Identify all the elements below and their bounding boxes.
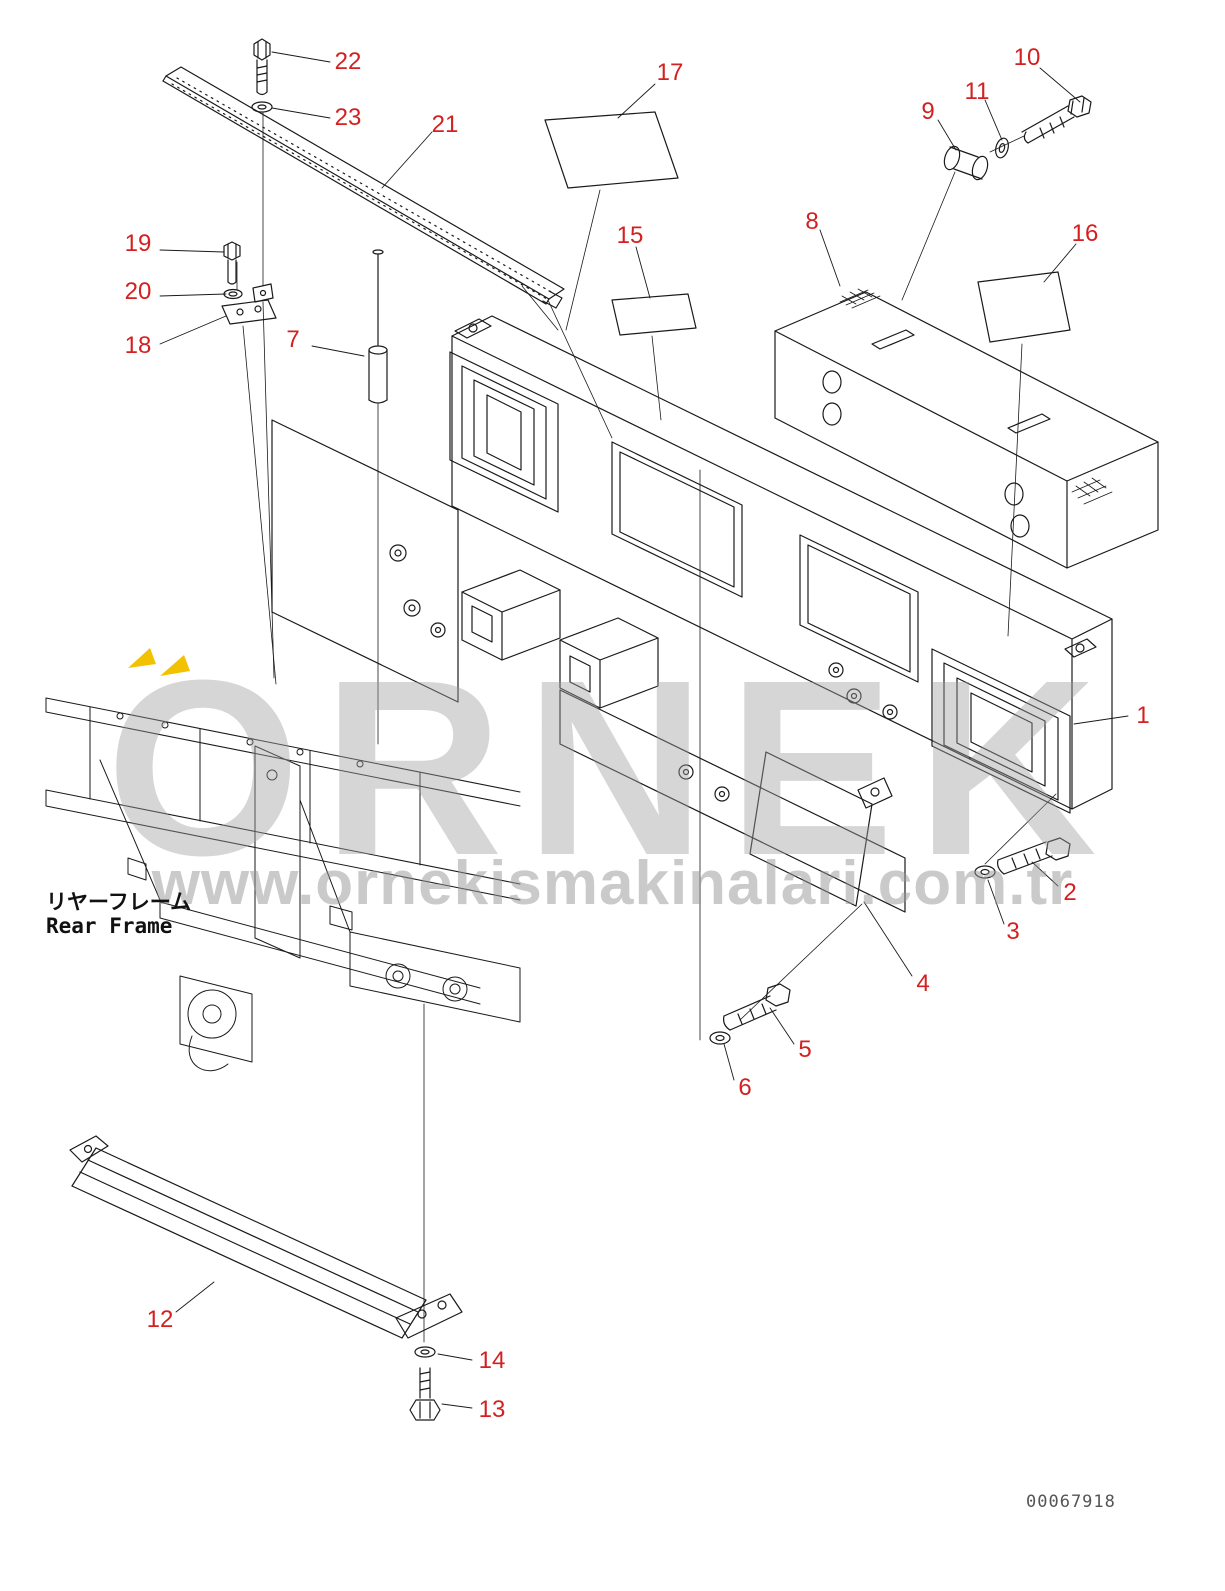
callout-19: 19 (124, 230, 152, 257)
plate-4 (749, 751, 893, 907)
washer-14 (414, 1346, 436, 1358)
pad-plate-15 (611, 293, 697, 336)
washer-23 (251, 101, 273, 113)
step-strip-part21 (162, 66, 565, 309)
callout-1: 1 (1136, 702, 1150, 729)
spacer-9 (943, 145, 989, 181)
cover-channel-12 (69, 1135, 463, 1339)
callout-6: 6 (738, 1074, 752, 1101)
callout-7: 7 (286, 326, 300, 353)
bolt-19 (223, 241, 241, 285)
callout-11: 11 (964, 78, 990, 105)
drawing-number: 00067918 (1026, 1492, 1116, 1512)
rear-frame-label-en: Rear Frame (46, 914, 173, 938)
pad-plate-16 (977, 271, 1071, 343)
callout-14: 14 (478, 1347, 506, 1374)
rear-frame (45, 697, 521, 1072)
callout-8: 8 (805, 208, 819, 235)
bolt-5 (723, 983, 791, 1031)
toolbox-8 (774, 288, 1159, 569)
callout-9: 9 (921, 98, 935, 125)
callout-10: 10 (1013, 44, 1041, 71)
bolt-2 (997, 837, 1071, 875)
callout-2: 2 (1063, 879, 1077, 906)
callout-22: 22 (334, 48, 362, 75)
callout-17: 17 (656, 59, 684, 86)
callout-20: 20 (124, 278, 152, 305)
washer-20 (223, 288, 243, 300)
rear-frame-label-jp: リヤーフレーム (46, 890, 192, 914)
plate-18 (221, 299, 277, 325)
pin-7 (368, 249, 388, 404)
bolt-22 (253, 38, 271, 96)
washer-6 (709, 1031, 731, 1045)
callout-15: 15 (616, 222, 644, 249)
pad-plate-17 (544, 111, 679, 189)
callout-23: 23 (334, 104, 362, 131)
construction-lines (236, 111, 1057, 1343)
highlight-marks (128, 648, 190, 676)
callout-21: 21 (431, 111, 459, 138)
washer-11 (995, 137, 1009, 159)
strip-mount-block (252, 283, 274, 303)
callout-16: 16 (1071, 220, 1099, 247)
bolt-13 (409, 1367, 441, 1421)
callout-13: 13 (478, 1396, 506, 1423)
bolt-10 (1021, 95, 1092, 144)
callout-4: 4 (916, 970, 930, 997)
washer-3 (974, 865, 996, 879)
callout-5: 5 (798, 1036, 812, 1063)
cushion-block-1 (931, 638, 1097, 814)
callout-12: 12 (146, 1306, 174, 1333)
bumper-weldment (271, 315, 1113, 913)
callout-18: 18 (124, 332, 152, 359)
callout-3: 3 (1006, 918, 1020, 945)
leader-lines (159, 51, 1129, 1409)
